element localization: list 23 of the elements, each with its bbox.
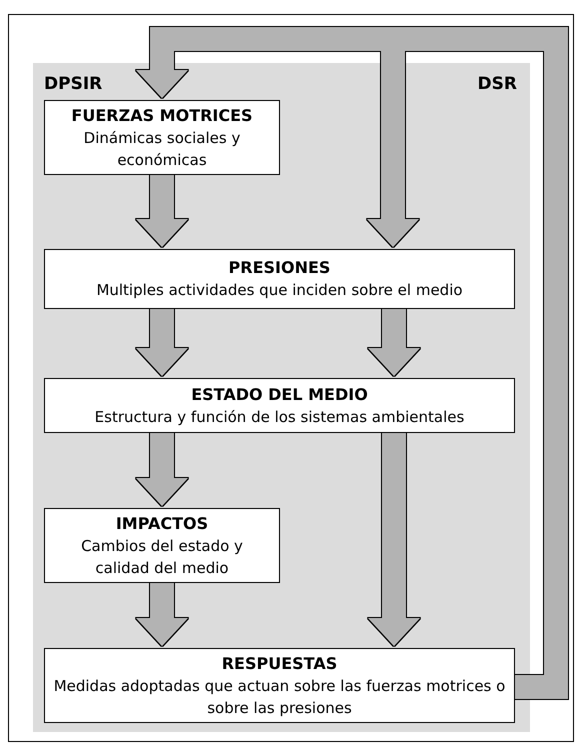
stage-description: Multiples actividades que inciden sobre el medio <box>96 280 463 301</box>
stage-description: Estructura y función de los sistemas ambientales <box>94 406 464 428</box>
stage-box <box>44 249 515 309</box>
stage-title: ESTADO DEL MEDIO <box>191 384 368 406</box>
stage-title: PRESIONES <box>228 257 330 279</box>
stage-title: IMPACTOS <box>116 512 208 534</box>
stage-description: Dinámicas sociales y económicas <box>82 128 242 170</box>
block-arrow <box>368 433 420 646</box>
stage-box <box>44 100 280 175</box>
stage-description: Cambios del estado y calidad del medio <box>80 536 244 578</box>
stage-box <box>44 378 515 433</box>
block-arrow <box>136 309 188 376</box>
block-arrow <box>368 309 420 376</box>
model-label: DPSIR <box>44 73 102 96</box>
model-label: DSR <box>478 73 517 96</box>
stage-box <box>44 648 515 723</box>
block-arrow <box>136 583 188 646</box>
block-arrow <box>136 175 188 247</box>
block-arrow <box>136 433 188 506</box>
stage-description: Medidas adoptadas que actuan sobre las fuerzas motrices o sobre las presiones <box>53 676 506 718</box>
stage-title: RESPUESTAS <box>222 652 338 674</box>
stage-title: FUERZAS MOTRICES <box>71 104 253 126</box>
stage-box <box>44 508 280 583</box>
